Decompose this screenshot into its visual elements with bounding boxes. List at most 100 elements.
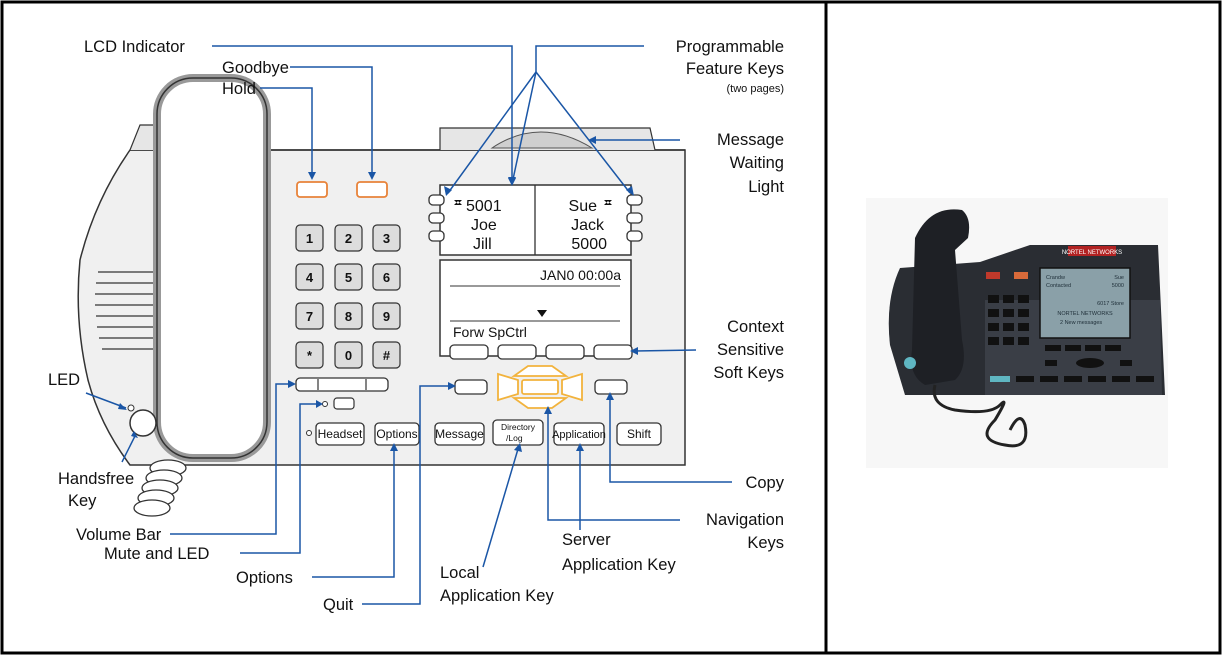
dial-key-label: 6 (383, 270, 390, 285)
hold-key[interactable] (296, 181, 328, 198)
dial-key[interactable] (334, 302, 363, 330)
photo-display-line1-right: Sue (1114, 275, 1124, 281)
label-handsfree-2: Key (68, 492, 97, 510)
photo-logo-badge (1068, 246, 1116, 256)
dial-key[interactable] (334, 263, 363, 291)
label-context-3: Soft Keys (713, 364, 784, 382)
label-copy: Copy (745, 474, 784, 492)
photo-handset (911, 209, 970, 385)
context-soft-keys[interactable] (449, 344, 633, 360)
label-volume-bar: Volume Bar (76, 526, 162, 544)
label-mute-led: Mute and LED (104, 545, 210, 563)
photo-display-line1-left: Crandw (1046, 275, 1065, 281)
photo-display-line4: NORTEL NETWORKS (1057, 311, 1113, 317)
photo-display-line2-right: 5000 (1112, 283, 1124, 289)
label-server-1: Server (562, 531, 611, 549)
photo-display (1039, 267, 1131, 339)
label-programmable-2: Feature Keys (686, 60, 784, 78)
lcd-indicator-icon-left (454, 200, 462, 205)
message-key[interactable] (434, 422, 485, 446)
dial-key-label: 3 (383, 231, 390, 246)
shift-key-label: Shift (627, 427, 652, 441)
label-navigation-1: Navigation (706, 511, 784, 529)
mute-key[interactable] (333, 397, 355, 410)
dial-key-label: 4 (306, 270, 314, 285)
label-local-2: Application Key (440, 587, 554, 605)
dial-key-label: 7 (306, 309, 313, 324)
photo-cord (932, 384, 1028, 448)
label-local-1: Local (440, 564, 479, 582)
dial-key[interactable] (334, 341, 363, 369)
lcd-line-right-1: Sue (569, 198, 598, 215)
label-context-2: Sensitive (717, 341, 784, 359)
directory-key-label-2: /Log (506, 433, 523, 443)
dial-key[interactable] (372, 341, 401, 369)
label-message-3: Light (748, 178, 784, 196)
label-quit: Quit (323, 596, 354, 614)
message-waiting-light (490, 131, 594, 149)
handsfree-key[interactable] (129, 409, 157, 437)
label-programmable-3: (two pages) (727, 83, 784, 95)
application-key-label: Application (552, 429, 606, 441)
dial-key-label: 1 (306, 231, 313, 246)
phone-line-drawing: 1 2 3 4 5 6 7 8 9 * 0 # Headset Options … (77, 74, 686, 517)
goodbye-key[interactable] (356, 181, 388, 198)
dial-key[interactable] (295, 263, 324, 291)
directory-key-label-1: Directory (501, 422, 536, 432)
headset-key-label: Headset (318, 427, 363, 441)
programmable-feature-keys[interactable] (428, 194, 643, 242)
dial-key[interactable] (334, 224, 363, 252)
dial-key-label: 0 (345, 348, 352, 363)
photo-display-line5: 2 New messages (1060, 320, 1102, 326)
phone-photo: NORTEL NETWORKS Crandw Sue Contacted 500… (866, 198, 1168, 468)
lcd-line-left-2: Joe (471, 217, 497, 234)
photo-softkeys (1045, 345, 1132, 368)
quit-key[interactable] (454, 379, 488, 395)
lcd-line-right-3: 5000 (571, 236, 607, 253)
label-led: LED (48, 371, 80, 389)
callout-labels: LCD Indicator Goodbye Hold Programmable … (48, 38, 785, 614)
navigation-keys[interactable] (497, 365, 583, 409)
label-navigation-2: Keys (747, 534, 784, 552)
callout-arrowheads (118, 136, 638, 452)
photo-function-keys (1016, 376, 1154, 382)
label-context-1: Context (727, 318, 784, 336)
dial-key[interactable] (295, 224, 324, 252)
copy-key[interactable] (594, 379, 628, 395)
lcd-display-lower (439, 259, 632, 357)
photo-display-line3: 6017 Store (1097, 301, 1124, 307)
label-goodbye: Goodbye (222, 59, 289, 77)
lcd-indicator-icon-right (604, 200, 612, 205)
handsfree-led (127, 404, 135, 412)
dial-key[interactable] (372, 263, 401, 291)
directory-log-key[interactable] (492, 419, 544, 446)
options-key[interactable] (374, 422, 420, 446)
dial-key-label: # (383, 348, 391, 363)
dial-key-label: * (307, 348, 313, 363)
shift-key[interactable] (616, 422, 662, 446)
dial-key[interactable] (372, 302, 401, 330)
lcd-line-left-1: 5001 (466, 198, 502, 215)
volume-bar[interactable] (295, 377, 389, 392)
label-lcd-indicator: LCD Indicator (84, 38, 185, 56)
headset-led (306, 430, 312, 436)
dial-key-label: 2 (345, 231, 352, 246)
lcd-line-right-2: Jack (571, 217, 605, 234)
label-message-1: Message (717, 131, 784, 149)
headset-key[interactable] (315, 422, 365, 446)
dial-key[interactable] (295, 302, 324, 330)
label-programmable-1: Programmable (676, 38, 784, 56)
lcd-line-left-3: Jill (473, 236, 492, 253)
dial-key[interactable] (372, 224, 401, 252)
dial-key-label: 8 (345, 309, 352, 324)
dial-key[interactable] (295, 341, 324, 369)
message-key-label: Message (435, 427, 484, 441)
handset (153, 74, 271, 462)
callout-pointers (85, 45, 732, 605)
label-message-2: Waiting (730, 154, 784, 172)
lcd-date-time: JAN0 00:00a (540, 267, 621, 283)
label-hold: Hold (222, 80, 256, 98)
photo-headset-key (990, 376, 1010, 382)
